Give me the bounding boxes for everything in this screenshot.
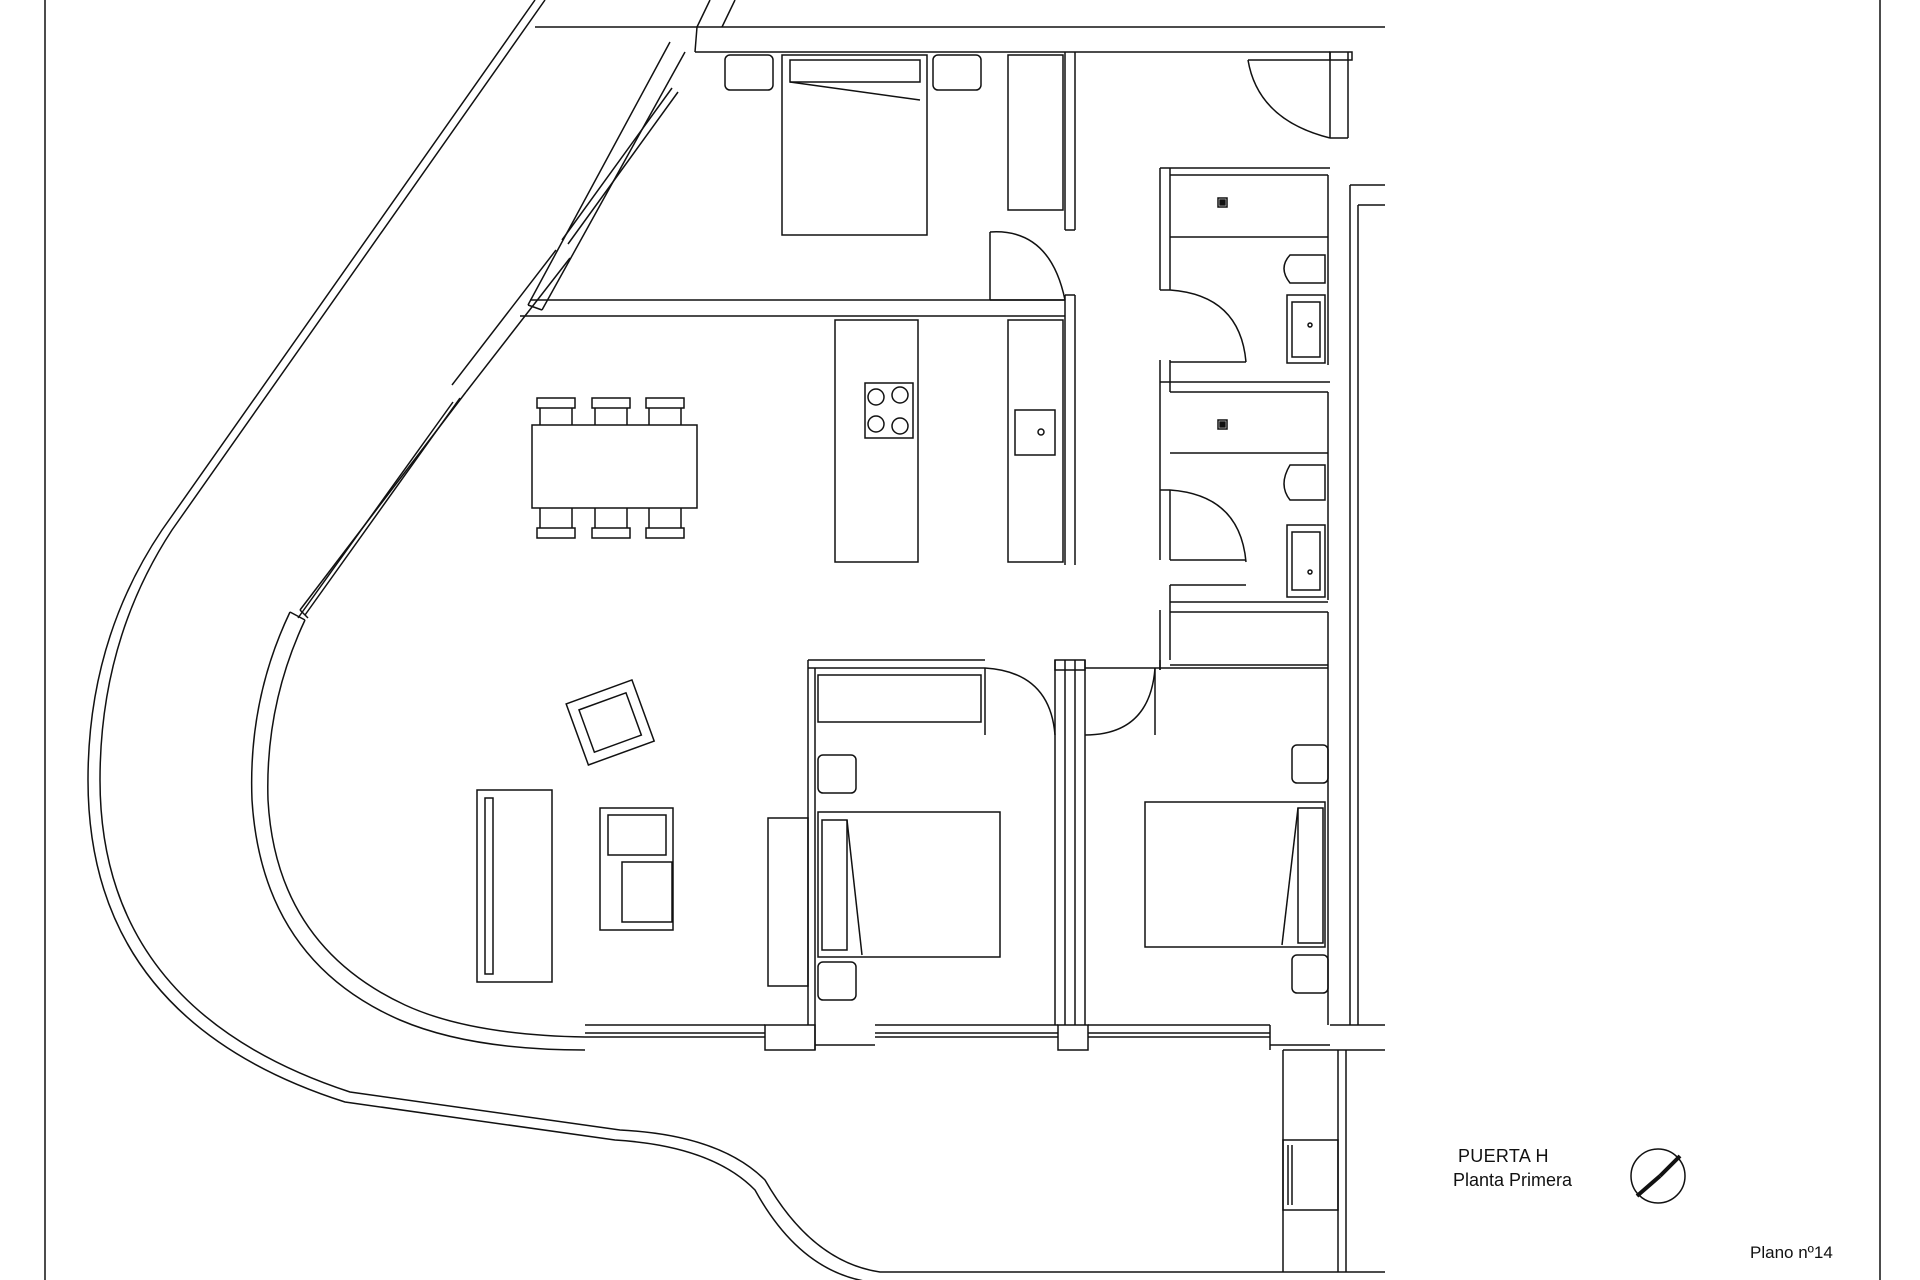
bedroom-2-furniture <box>767 674 1001 1001</box>
bathroom-fixtures <box>1217 197 1326 598</box>
sheet-frame <box>44 0 1881 1280</box>
unit-label: PUERTA H <box>1458 1146 1549 1166</box>
entrance-door <box>1247 51 1353 139</box>
kitchen <box>834 319 1064 563</box>
interior-walls <box>520 52 1330 1025</box>
sheet-number: Plano nº14 <box>1750 1243 1833 1262</box>
northwest-facade <box>297 41 686 619</box>
floor-label: Planta Primera <box>1453 1170 1573 1190</box>
top-wall <box>535 0 1385 53</box>
living-furniture <box>476 678 674 983</box>
terrace-outline <box>87 0 1385 1280</box>
dining-table <box>531 397 698 539</box>
bedroom-1-furniture <box>724 54 1064 236</box>
south-facade <box>585 1024 1330 1051</box>
bedroom-3-furniture <box>1144 744 1329 994</box>
east-wall <box>1282 52 1385 1272</box>
curved-facade <box>250 611 586 1051</box>
north-arrow-icon <box>1630 1148 1686 1204</box>
